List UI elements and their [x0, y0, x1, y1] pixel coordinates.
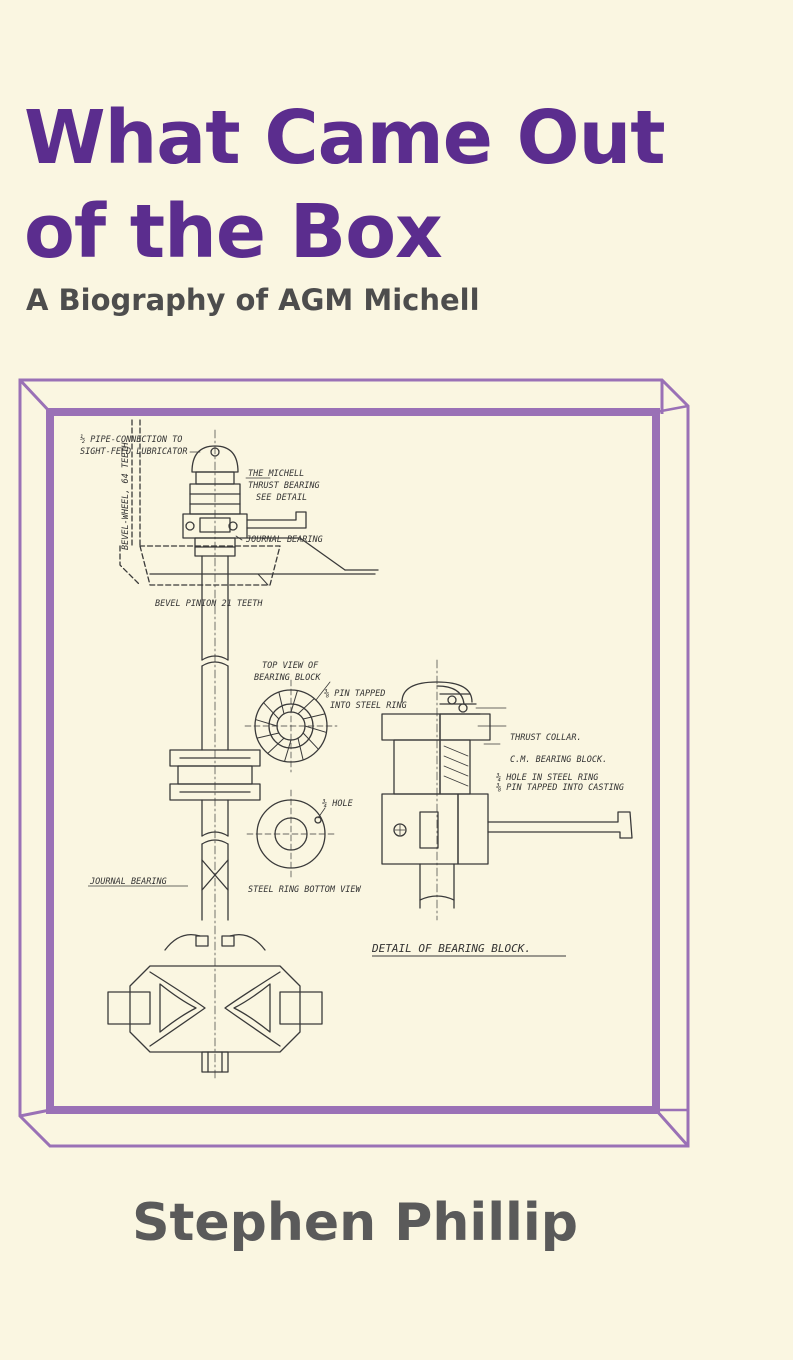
box-frame	[18, 378, 690, 1148]
bearing-spoke	[256, 732, 280, 739]
leader-lines	[189, 451, 507, 819]
label-hole: ¾ HOLE	[322, 799, 354, 809]
label-journal-bearing-top: JOURNAL BEARING	[245, 535, 323, 545]
label-bearing-block: BEARING BLOCK	[254, 673, 321, 683]
bearing-spoke	[297, 737, 304, 761]
bearing-spoke	[297, 698, 315, 715]
box-illustration: ½ PIPE-CONNECTION TO SIGHT-FEED LUBRICAT…	[18, 378, 690, 1148]
label-hole-steel-ring: ¾ HOLE IN STEEL RING	[496, 773, 598, 783]
bearing-spoke	[267, 737, 285, 754]
label-michell: THE MICHELL	[248, 469, 304, 479]
title-line-2: of the Box	[24, 189, 443, 275]
bearing-spoke	[284, 739, 292, 762]
drawing-labels: ½ PIPE-CONNECTION TO SIGHT-FEED LUBRICAT…	[80, 434, 624, 957]
detail-bearing-block	[381, 659, 633, 921]
subtitle: A Biography of AGM Michell	[26, 283, 480, 317]
bearing-spoke	[263, 702, 280, 720]
title-line-1: What Came Out	[24, 95, 666, 181]
label-journal-bearing-bottom: JOURNAL BEARING	[89, 877, 167, 887]
label-thrust-bearing: THRUST BEARING	[248, 481, 320, 491]
label-pin-tapped: ⅜ PIN TAPPED	[324, 689, 385, 699]
label-top-view: TOP VIEW OF	[262, 661, 319, 671]
shaft-assembly	[107, 419, 379, 1081]
label-see-detail: SEE DETAIL	[256, 493, 307, 503]
bearing-spoke	[255, 719, 278, 727]
label-cm-bearing-block: C.M. BEARING BLOCK.	[510, 755, 607, 765]
bearing-spoke	[278, 691, 285, 715]
bearing-spoke	[304, 725, 327, 733]
label-bevel-wheel: BEVEL-WHEEL, 64 TEETH	[121, 442, 131, 550]
label-thrust-collar: THRUST COLLAR.	[510, 733, 582, 743]
author-name: Stephen Phillip	[132, 1193, 578, 1253]
label-sight-feed: SIGHT-FEED LUBRICATOR	[80, 447, 187, 457]
label-into-steel-ring: INTO STEEL RING	[330, 701, 407, 711]
label-steel-ring: STEEL RING BOTTOM VIEW	[248, 885, 361, 895]
bearing-spoke	[302, 713, 326, 720]
label-pin-casting: ⅜ PIN TAPPED INTO CASTING	[496, 783, 624, 793]
top-view-bearing-block	[244, 679, 338, 773]
steel-ring-bottom-view	[246, 789, 336, 879]
label-detail-bearing-block: DETAIL OF BEARING BLOCK.	[371, 942, 531, 955]
label-bevel-pinion: BEVEL PINION 21 TEETH	[155, 599, 263, 609]
label-pipe-connection: ½ PIPE-CONNECTION TO	[80, 434, 182, 445]
engineering-drawing	[107, 419, 633, 1081]
bearing-spoke	[290, 690, 298, 713]
bearing-spoke	[302, 732, 319, 750]
